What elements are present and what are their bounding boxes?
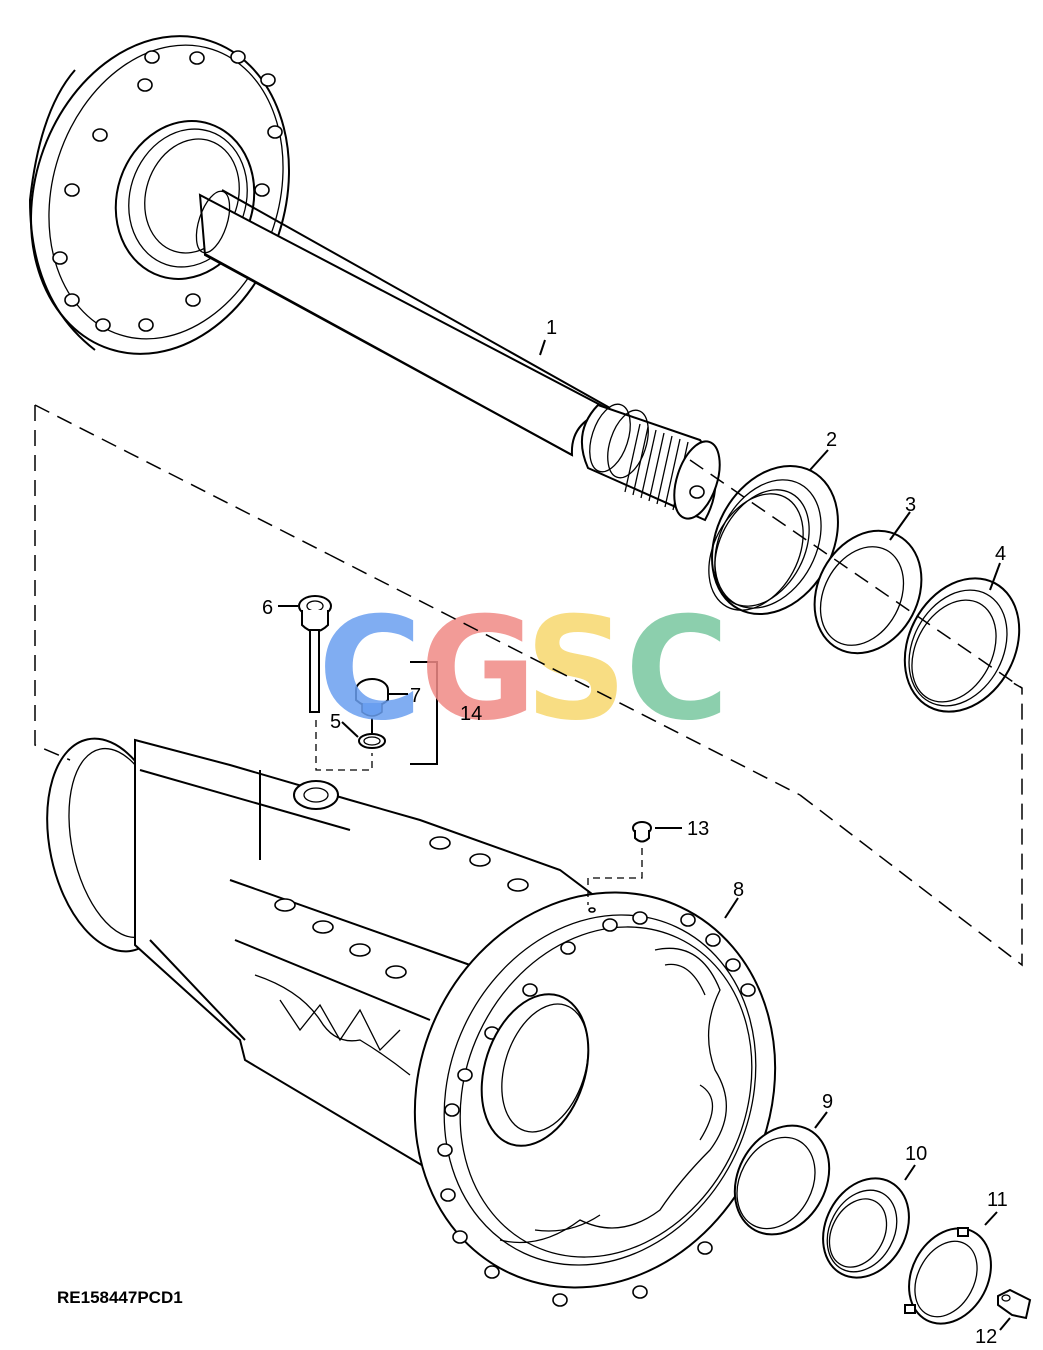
callout-8: 8 <box>733 879 744 901</box>
bracket-14 <box>410 661 438 765</box>
housing-holes <box>274 836 529 979</box>
watermark-letter: G <box>420 587 537 752</box>
callout-1: 1 <box>546 317 557 339</box>
watermark-letter: C <box>318 587 422 752</box>
seal-9 <box>733 1124 831 1236</box>
bearing-10 <box>822 1177 910 1279</box>
callout-12: 12 <box>975 1326 997 1348</box>
o-ring-5 <box>358 733 386 749</box>
nut-11 <box>904 1227 992 1325</box>
callout-13: 13 <box>687 818 709 840</box>
flange-bolt-holes <box>52 50 283 332</box>
lock-12 <box>997 1288 1032 1320</box>
watermark-letter: C <box>625 587 729 752</box>
assembly-lines <box>34 404 1023 967</box>
callout-5: 5 <box>330 711 341 733</box>
axle-housing-8 <box>46 737 777 1307</box>
watermark: C G S C <box>318 587 729 752</box>
gear-teeth <box>254 974 411 1076</box>
housing-flange-holes <box>437 911 756 1307</box>
callout-2: 2 <box>826 429 837 451</box>
callout-6: 6 <box>262 597 273 619</box>
callout-9: 9 <box>822 1091 833 1113</box>
callout-4: 4 <box>995 543 1006 565</box>
axle-shaft-flange <box>28 35 721 522</box>
watermark-letter: S <box>525 587 627 752</box>
callout-10: 10 <box>905 1143 927 1165</box>
callout-11: 11 <box>987 1189 1008 1211</box>
breather-6 <box>298 595 332 713</box>
bearing-cone-4 <box>903 577 1021 713</box>
plug-7 <box>355 678 389 717</box>
bearing-cup-3 <box>813 529 923 655</box>
callout-14: 14 <box>460 703 482 725</box>
callout-7: 7 <box>410 685 421 707</box>
callout-3: 3 <box>905 494 916 516</box>
reference-code: RE158447PCD1 <box>57 1288 183 1307</box>
leader-lines <box>278 339 1011 1331</box>
plug-13 <box>632 821 652 843</box>
shaft-splines <box>624 423 689 511</box>
callout-labels: 1 2 3 4 5 6 7 8 9 10 11 12 13 14 <box>262 317 1008 1348</box>
